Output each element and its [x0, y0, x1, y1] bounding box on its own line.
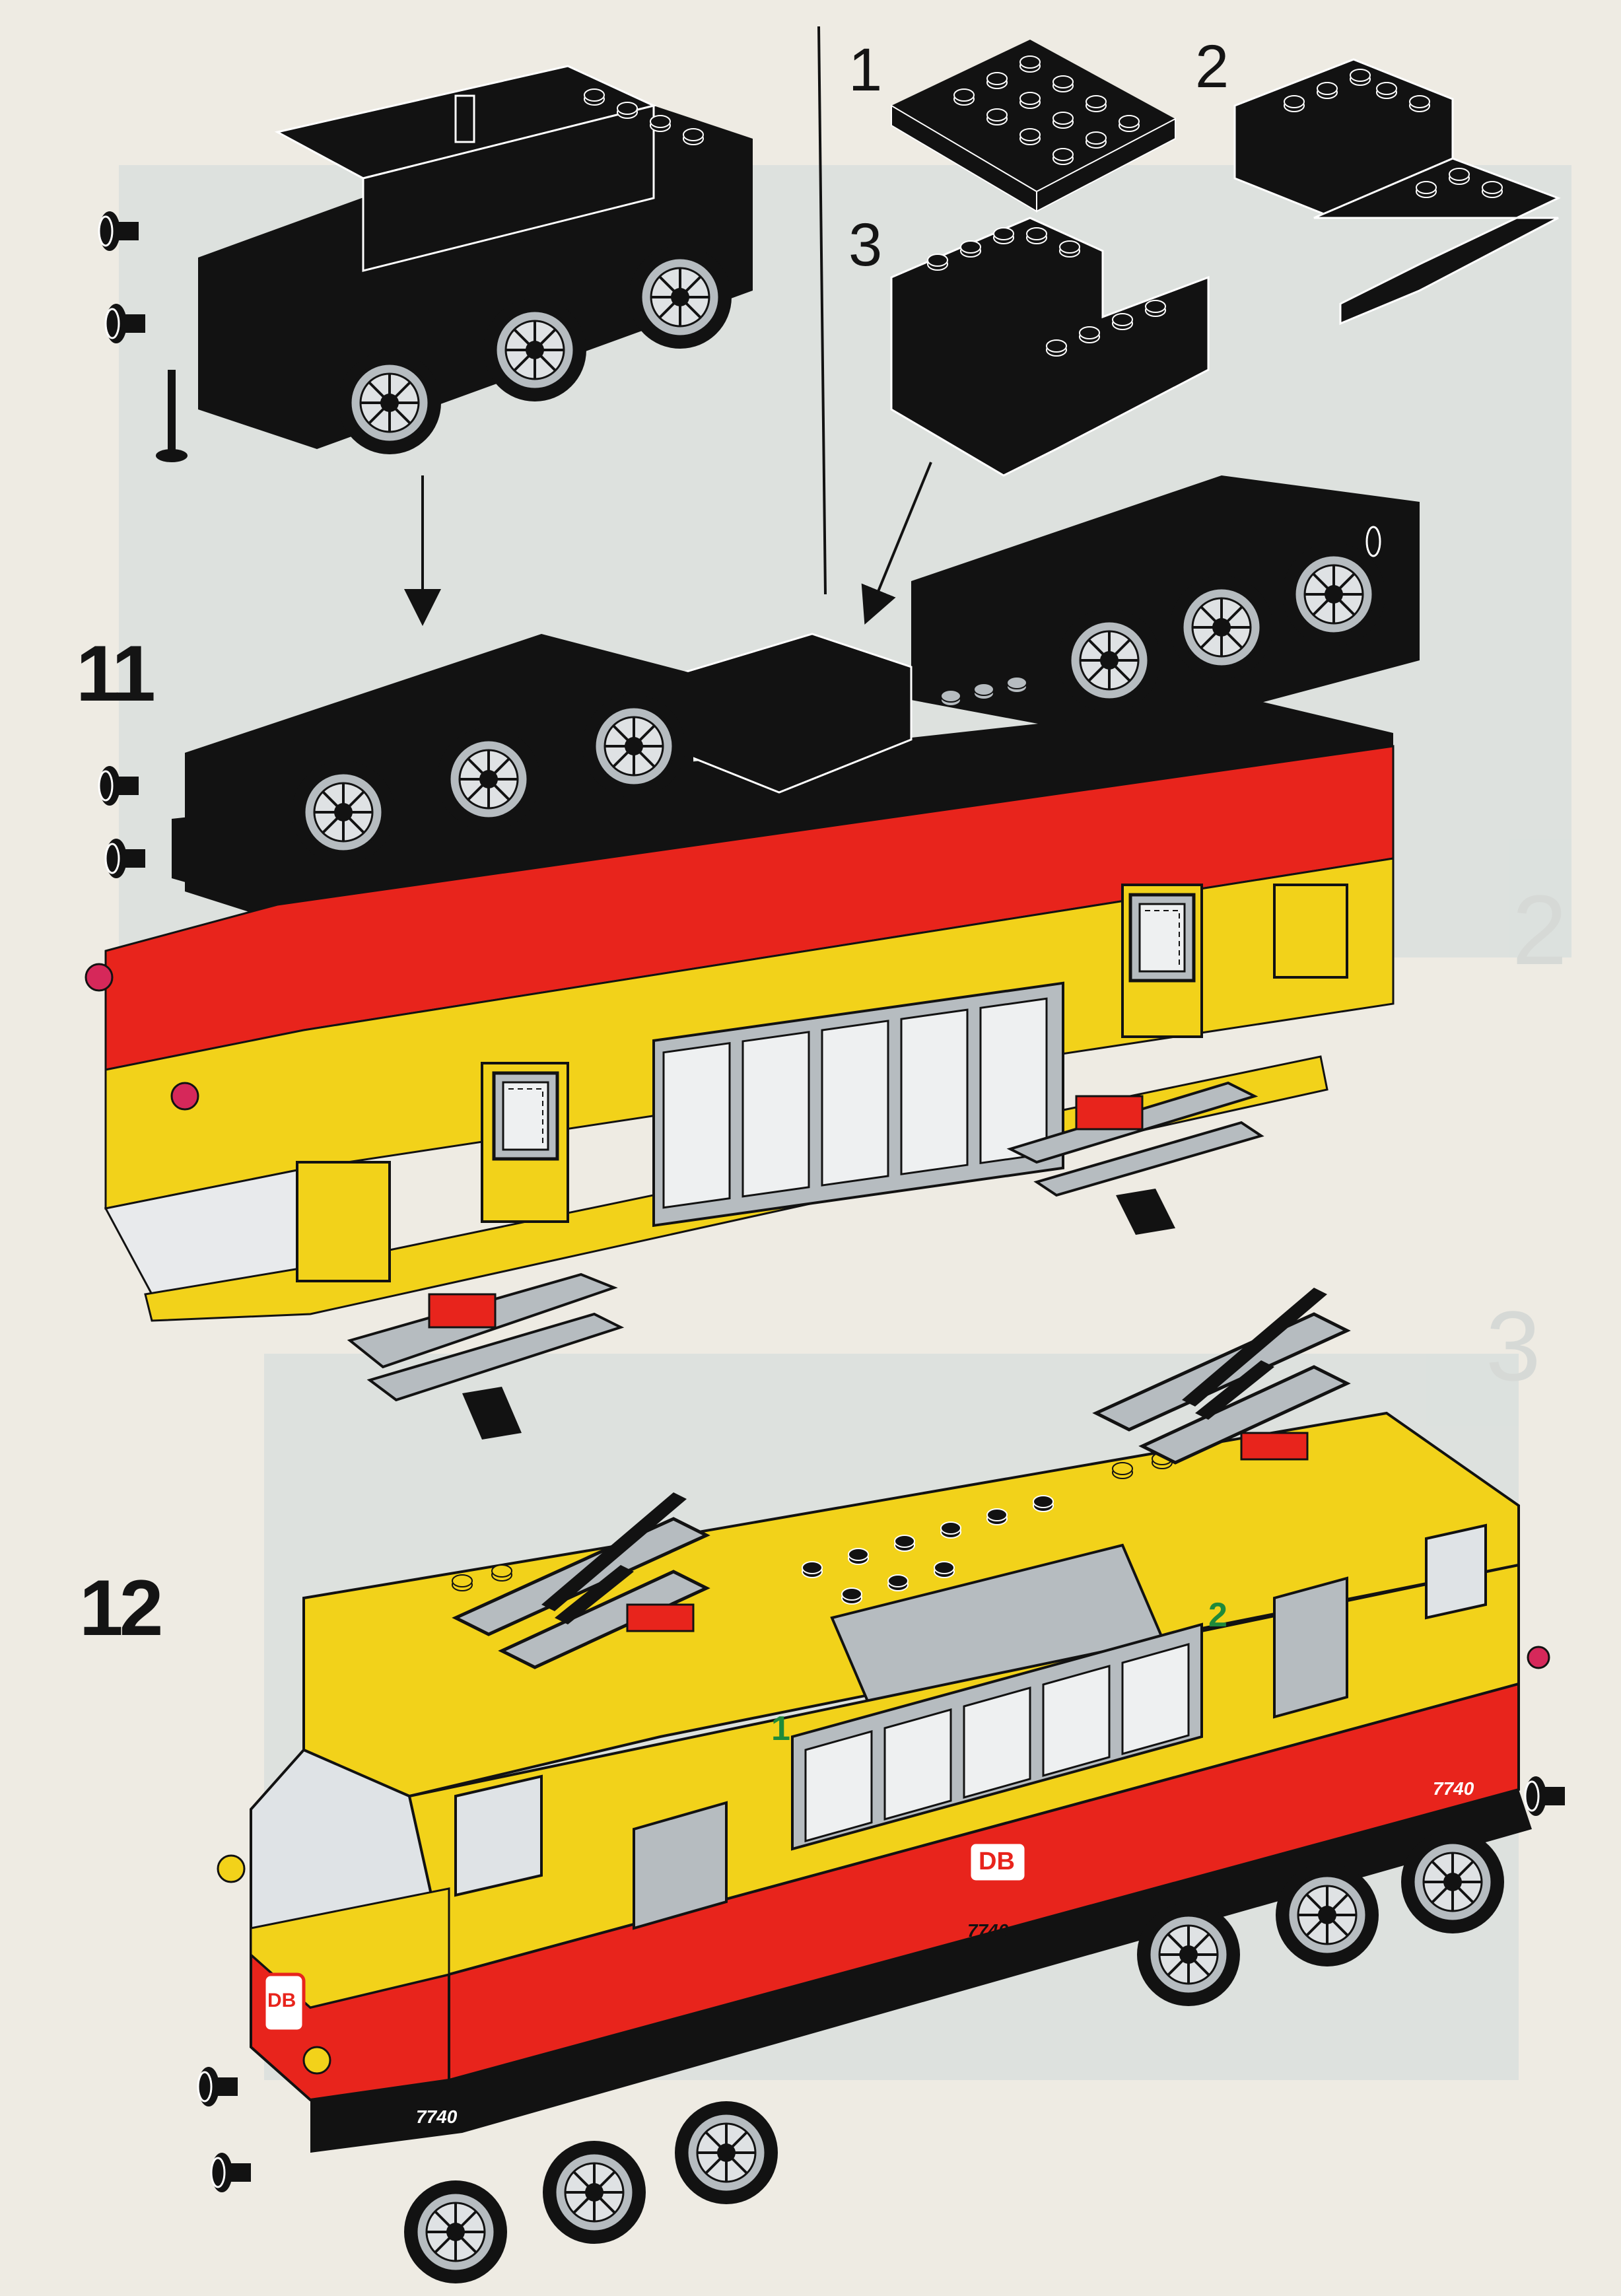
model-number-side: 7740 [967, 1920, 1009, 1941]
step-number-12: 12 [79, 1564, 164, 1652]
door-marker-1: 1 [771, 1710, 790, 1748]
db-logo-front-text: DB [267, 1990, 296, 2011]
step-11-assembly [85, 475, 1420, 1440]
subpart-2-slopes [1233, 58, 1561, 326]
substep-label-2: 2 [1195, 33, 1229, 100]
substep-label-1: 1 [848, 36, 883, 104]
step-12-assembly [197, 1288, 1566, 2283]
model-number-rear: 7740 [1433, 1778, 1474, 1799]
motor-bogie-top [98, 65, 753, 462]
db-logo-front [262, 1972, 306, 2033]
step-number-11: 11 [76, 629, 156, 718]
db-logo-side-text: DB [979, 1848, 1015, 1875]
subpart-3-bricks [890, 217, 1210, 477]
svg-text:3: 3 [1486, 1290, 1540, 1401]
db-logo-side [967, 1840, 1028, 1884]
separator-line [817, 26, 827, 595]
door-marker-2: 2 [1208, 1596, 1227, 1634]
model-number-frame: 7740 [416, 2106, 458, 2127]
substep-label-3: 3 [848, 211, 883, 279]
subpart-1-plate [891, 40, 1176, 213]
svg-text:2: 2 [1512, 874, 1567, 985]
arrow-bricks-down [861, 462, 932, 625]
